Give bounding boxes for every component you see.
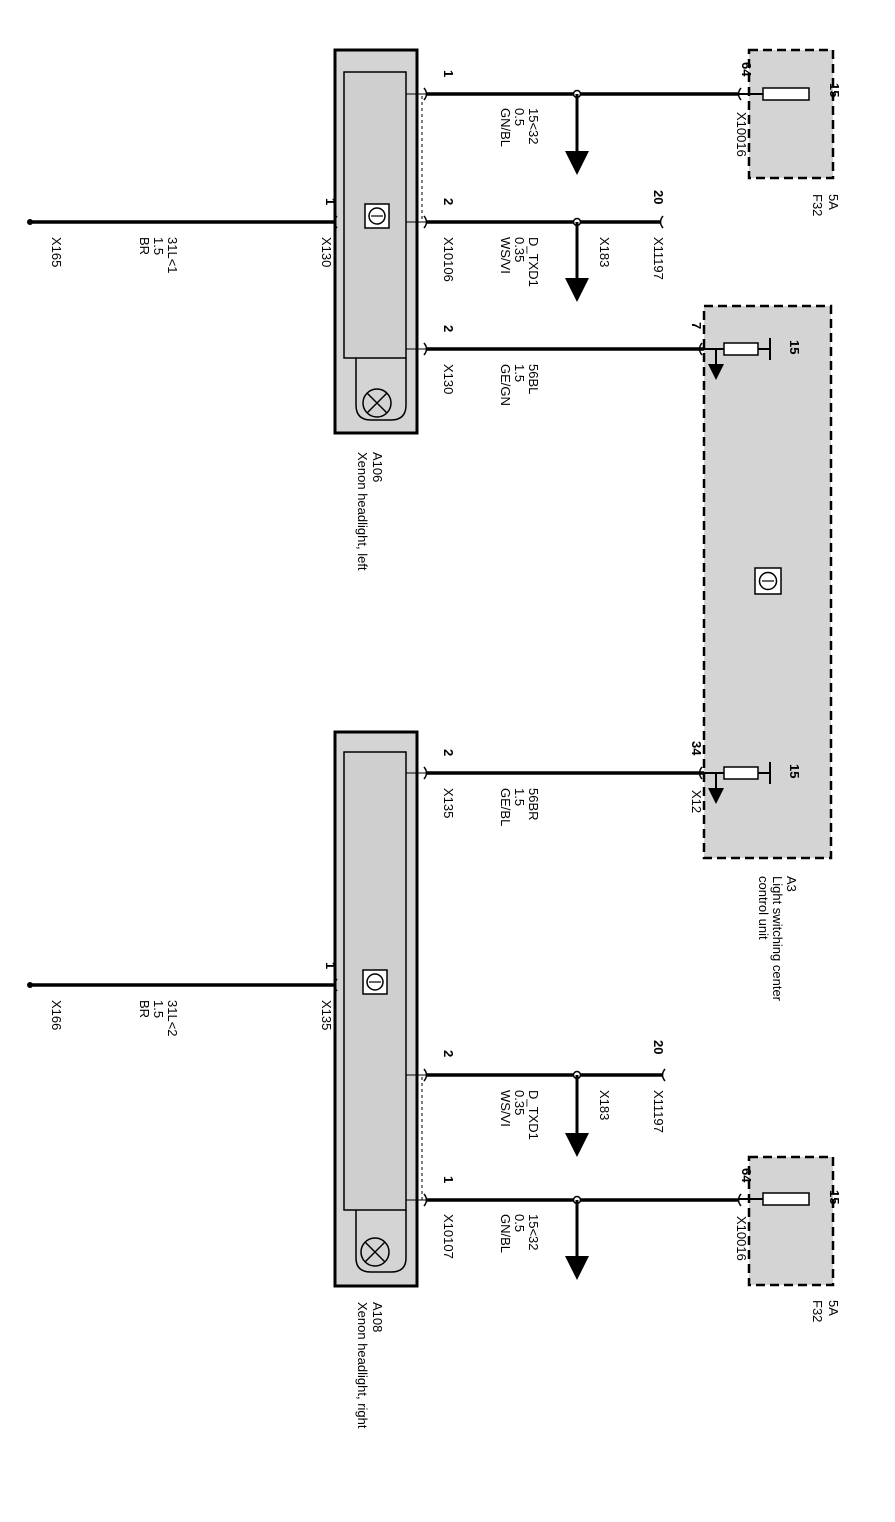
- wire-w4-ecu-pin: 15: [787, 340, 802, 354]
- wire-w2-conn-right: X11197: [651, 237, 666, 280]
- wire-w3-ground-terminal: [27, 219, 33, 225]
- a3-pin7-resistor-icon: [723, 342, 759, 356]
- wire-w3-gauge: 1.5: [151, 237, 166, 255]
- wire-w2-color: WS/VI: [498, 237, 513, 274]
- wire-w1-color: GN/BL: [498, 108, 513, 147]
- wire-w6[interactable]: 1 X166 31L<2 1.5 BR X135: [27, 962, 338, 1037]
- connector-marks: [333, 87, 742, 1207]
- wire-w1-pin-left: 1: [441, 70, 456, 77]
- a3-pin34-resistor-icon: [723, 766, 759, 780]
- wire-w7-pin-left: 2: [441, 1050, 456, 1057]
- wire-w5-ecu-pin: 15: [787, 764, 802, 778]
- wire-w8-circuit: 15<32: [526, 1214, 541, 1251]
- a3-name-line2: control unit: [756, 876, 771, 940]
- wire-w5-color: GE/BL: [498, 788, 513, 826]
- a108-module-icon: [362, 969, 388, 995]
- a108-ref-label: A108: [370, 1302, 385, 1332]
- wire-w1[interactable]: 1 64 15<32 0.5 GN/BL X10016: [426, 62, 754, 175]
- wire-w8-conn-left: X10107: [441, 1214, 456, 1259]
- wire-w1-pin-right: 64: [739, 62, 754, 77]
- a3-name-line1: Light switching center: [770, 876, 785, 1002]
- wire-w2-splice-label: X183: [597, 237, 612, 267]
- wire-w6-conn-right: X135: [319, 1000, 334, 1030]
- wire-w6-gauge: 1.5: [151, 1000, 166, 1018]
- wire-w2-gauge: 0.35: [512, 237, 527, 262]
- wire-w4-circuit: 56BL: [526, 364, 541, 394]
- f32-top-housing: [747, 48, 835, 180]
- wire-w7-gauge: 0.35: [512, 1090, 527, 1115]
- wire-w2-conn-left: X10106: [441, 237, 456, 282]
- wire-w2-circuit: D_TXD1: [526, 237, 541, 287]
- f32-top-pin: 15: [827, 83, 842, 97]
- wire-w5-conn-left: X135: [441, 788, 456, 818]
- a106-xenon-headlight-left[interactable]: A106 Xenon headlight, left: [333, 48, 419, 571]
- wire-w7-circuit: D_TXD1: [526, 1090, 541, 1140]
- wire-w3-circuit: 31L<1: [165, 237, 180, 274]
- f32-top-ref-label: F32: [810, 194, 825, 216]
- wire-w6-color: BR: [137, 1000, 152, 1018]
- wire-w4-gauge: 1.5: [512, 364, 527, 382]
- wire-w5-conn-right: X12: [689, 790, 704, 813]
- f32-bottom-pin: 15: [827, 1190, 842, 1204]
- wire-w6-conn-left: X166: [49, 1000, 64, 1030]
- wire-w7-splice-label: X183: [597, 1090, 612, 1120]
- wire-w6-pin-left: 1: [323, 962, 338, 969]
- wire-w8-pin-right: 64: [739, 1168, 754, 1183]
- f32-bottom-housing: [747, 1155, 835, 1287]
- a106-lamp-socket: [355, 358, 407, 421]
- a108-name-label: Xenon headlight, right: [355, 1302, 370, 1429]
- wire-w4-pin-right: 7: [689, 322, 704, 329]
- wire-w7-pin-right: 20: [651, 1040, 666, 1054]
- wire-w8-color: GN/BL: [498, 1214, 513, 1253]
- wire-w1-gauge: 0.5: [512, 108, 527, 126]
- wire-w3-conn-right: X130: [319, 237, 334, 267]
- a3-ref-label: A3: [784, 876, 799, 892]
- wire-w5-circuit: 56BR: [526, 788, 541, 821]
- wire-w3-pin-left: 1: [323, 198, 338, 205]
- wire-w8-gauge: 0.5: [512, 1214, 527, 1232]
- wire-w4-color: GE/GN: [498, 364, 513, 406]
- f32-top-fuse-box[interactable]: 15 F32 5A: [738, 48, 842, 216]
- wire-w8-pin-left: 1: [441, 1176, 456, 1183]
- wire-w4-conn-left: X130: [441, 364, 456, 394]
- wire-w5-pin-left: 2: [441, 749, 456, 756]
- wire-w8-conn-right: X10016: [734, 1216, 749, 1261]
- wire-w5[interactable]: 2 34 15 X135 56BR 1.5 GE/BL X12: [426, 741, 802, 826]
- wire-w6-circuit: 31L<2: [165, 1000, 180, 1037]
- a3-light-switching-center[interactable]: A3 Light switching center control unit: [702, 304, 833, 1002]
- a3-module-icon: [754, 567, 782, 595]
- f32-top-rating: 5A: [826, 194, 841, 210]
- wire-w5-gauge: 1.5: [512, 788, 527, 806]
- wire-w2-pin-left: 2: [441, 198, 456, 205]
- wire-w3-conn-left: X165: [49, 237, 64, 267]
- a106-name-label: Xenon headlight, left: [355, 452, 370, 571]
- a108-xenon-headlight-right[interactable]: A108 Xenon headlight, right: [333, 730, 419, 1429]
- a106-module-icon: [364, 203, 390, 229]
- f32-bottom-fuse-box[interactable]: 15 F32 5A: [738, 1155, 842, 1322]
- wire-w4[interactable]: 2 7 15 X130 56BL 1.5 GE/GN: [426, 322, 802, 406]
- a108-bulb-icon: [360, 1237, 390, 1267]
- f32-bottom-ref-label: F32: [810, 1300, 825, 1322]
- a108-lamp-socket: [355, 1210, 407, 1273]
- wire-w3-color: BR: [137, 237, 152, 255]
- wire-w3[interactable]: 1 X165 31L<1 1.5 BR X130: [27, 198, 338, 274]
- wire-w7[interactable]: 2 20 D_TXD1 0.35 WS/VI X183 X11197: [426, 1040, 666, 1157]
- wire-w2-pin-right: 20: [651, 190, 666, 204]
- f32-bottom-fuse-icon: [762, 1192, 810, 1206]
- f32-bottom-rating: 5A: [826, 1300, 841, 1316]
- wire-w1-conn-right: X10016: [734, 112, 749, 157]
- wire-w7-color: WS/VI: [498, 1090, 513, 1127]
- wire-w4-pin-left: 2: [441, 325, 456, 332]
- wire-w2[interactable]: 2 20 X10106 D_TXD1 0.35 WS/VI X183 X1119…: [426, 190, 666, 302]
- wire-w1-circuit: 15<32: [526, 108, 541, 145]
- a106-bulb-icon: [362, 388, 392, 418]
- wire-w8[interactable]: 1 64 X10107 15<32 0.5 GN/BL X10016: [426, 1168, 754, 1280]
- a106-ref-label: A106: [370, 452, 385, 482]
- wire-w7-conn-right: X11197: [651, 1090, 666, 1133]
- wire-w6-ground-terminal: [27, 982, 33, 988]
- f32-top-fuse-icon: [762, 87, 810, 101]
- wire-w5-pin-right: 34: [689, 741, 704, 756]
